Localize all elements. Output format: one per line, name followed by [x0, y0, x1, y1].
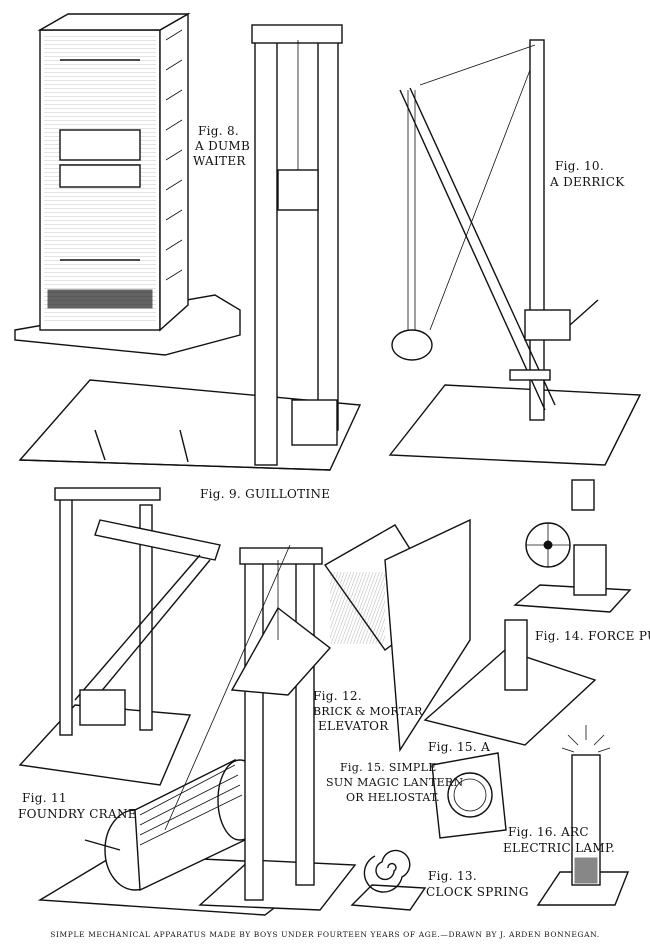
fig16-label: Fig. 16. ARC ELECTRIC LAMP.	[503, 825, 615, 855]
fig15-label-line3: OR HELIOSTAT.	[346, 791, 440, 804]
fig12-elevator-drawing	[164, 544, 357, 911]
fig12-label-line3: ELEVATOR	[318, 719, 389, 733]
fig13-label-line2: CLOCK SPRING	[426, 885, 529, 899]
fig12-label: Fig. 12. BRICK & MORTAR ELEVATOR	[313, 689, 423, 733]
fig15-label-line1: Fig. 15. SIMPLE	[340, 761, 437, 774]
fig8-label-line3: WAITER	[193, 154, 246, 168]
fig10-derrick-drawing	[388, 39, 642, 466]
fig14-force-pump-drawing	[513, 479, 632, 613]
fig15a-lens-drawing	[431, 752, 507, 839]
plate-caption: SIMPLE MECHANICAL APPARATUS MADE BY BOYS…	[50, 930, 600, 939]
fig10-label: Fig. 10. A DERRICK	[549, 159, 625, 189]
fig12-label-line1: Fig. 12.	[313, 689, 362, 703]
fig16-label-line2: ELECTRIC LAMP.	[503, 841, 615, 855]
fig15-label-line2: SUN MAGIC LANTERN	[326, 776, 464, 789]
fig16-label-line1: Fig. 16. ARC	[508, 825, 589, 839]
fig15-label: Fig. 15. SIMPLE SUN MAGIC LANTERN OR HEL…	[326, 761, 464, 804]
fig8-dumb-waiter-drawing	[14, 12, 241, 356]
fig8-label-line2: A DUMB	[194, 139, 250, 153]
fig11-label: Fig. 11 FOUNDRY CRANE	[18, 791, 137, 821]
fig11-label-line1: Fig. 11	[22, 791, 67, 805]
fig14-label: Fig. 14. FORCE PUMP	[535, 629, 650, 643]
fig11-label-line2: FOUNDRY CRANE	[18, 807, 137, 821]
fig11-foundry-crane-drawing	[18, 487, 221, 786]
fig13-clock-spring-drawing	[350, 849, 427, 911]
fig9-label: Fig. 9. GUILLOTINE	[200, 487, 330, 501]
fig8-label: Fig. 8. A DUMB WAITER	[193, 124, 250, 168]
fig16-arc-lamp-drawing	[536, 725, 630, 906]
fig13-label-line1: Fig. 13.	[428, 869, 477, 883]
fig10-label-line2: A DERRICK	[549, 175, 625, 189]
fig13-label: Fig. 13. CLOCK SPRING	[426, 869, 529, 899]
fig8-label-line1: Fig. 8.	[198, 124, 239, 138]
fig9-guillotine-drawing	[18, 24, 362, 471]
fig15-heliostat-drawing	[323, 518, 597, 753]
fig12-label-line2: BRICK & MORTAR	[313, 705, 423, 718]
fig15a-label: Fig. 15. A	[428, 740, 490, 754]
fig10-label-line1: Fig. 10.	[555, 159, 604, 173]
